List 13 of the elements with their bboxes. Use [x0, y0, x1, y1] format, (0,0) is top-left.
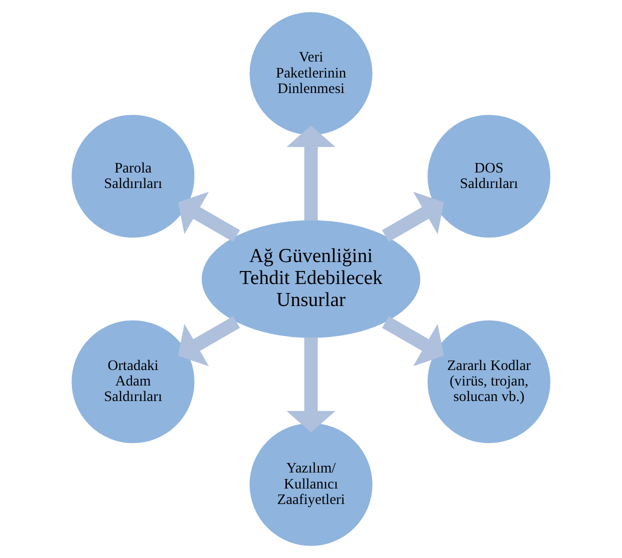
arrow	[286, 125, 336, 221]
node-circle: Zararlı Kodlar (virüs, trojan, solucan vb.)	[428, 320, 550, 444]
arrow	[178, 192, 240, 242]
node-circle: Veri Paketlerinin Dinlenmesi	[250, 12, 372, 135]
arrow	[286, 337, 336, 433]
arrow	[382, 316, 444, 366]
node-circle: Yazılım/ Kullanıcı Zaafiyetleri	[250, 423, 372, 546]
arrow	[178, 316, 240, 366]
node-ellipse: Ağ Güvenliğini Tehdit Edebilecek Unsurlar	[202, 220, 420, 338]
node-circle: Ortadaki Adam Saldırıları	[72, 320, 194, 444]
node-circle: DOS Saldırıları	[428, 114, 550, 238]
arrow	[382, 192, 444, 242]
node-circle: Parola Saldırıları	[72, 114, 194, 238]
